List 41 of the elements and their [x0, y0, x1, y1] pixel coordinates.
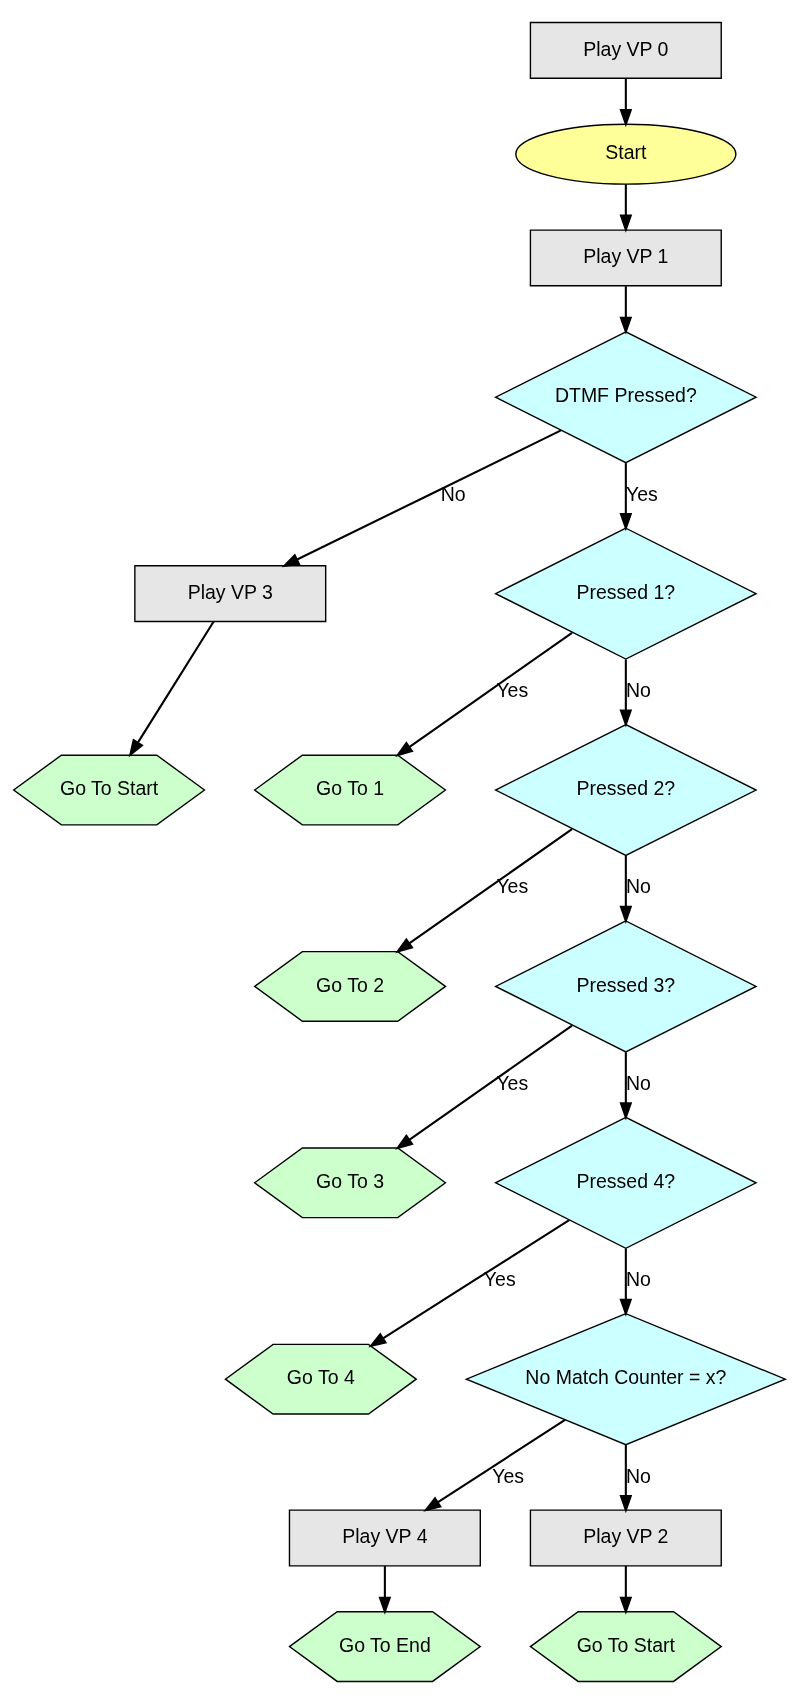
node-box: Play VP 4: [288, 1509, 481, 1567]
node-diamond: Pressed 2?: [494, 723, 758, 857]
arrow: [395, 828, 573, 954]
arrow: [378, 1566, 392, 1615]
node-ellipse: Start: [515, 123, 737, 185]
edge-label: No: [625, 875, 651, 898]
node-box: Play VP 1: [529, 229, 722, 287]
edge-label: No: [625, 1071, 651, 1094]
arrow: [619, 1444, 633, 1514]
edge-label: Yes: [492, 1464, 525, 1487]
arrow: [423, 1419, 566, 1512]
node-box: Play VP 0: [529, 21, 722, 79]
node-diamond: Pressed 1?: [494, 527, 758, 660]
arrow: [619, 78, 633, 128]
edge-label: Yes: [496, 875, 529, 898]
arrow: [395, 1024, 573, 1150]
edge-label: No: [440, 482, 466, 505]
edge-label: No: [625, 1268, 651, 1291]
arrow: [619, 1566, 633, 1615]
arrow: [128, 621, 215, 758]
edge-label: No: [625, 1464, 651, 1487]
edge-label: Yes: [483, 1268, 516, 1291]
node-box: Play VP 2: [529, 1509, 722, 1567]
node-diamond: No Match Counter = x?: [464, 1312, 788, 1446]
arrow: [619, 1052, 633, 1121]
arrow: [619, 463, 633, 532]
edge-label: Yes: [496, 678, 529, 701]
edge-label: No: [625, 678, 651, 701]
arrow: [619, 286, 633, 335]
arrow: [619, 1248, 633, 1317]
arrow: [368, 1219, 570, 1348]
node-diamond: DTMF Pressed?: [494, 331, 758, 464]
node-diamond: Pressed 3?: [494, 920, 758, 1053]
node-diamond: Pressed 4?: [494, 1116, 758, 1250]
arrow: [619, 855, 633, 924]
node-box: Play VP 3: [134, 565, 327, 623]
arrow: [619, 659, 633, 728]
arrow: [281, 429, 562, 568]
arrow: [395, 631, 573, 757]
edge-label: Yes: [496, 1071, 529, 1094]
arrow: [619, 184, 633, 233]
